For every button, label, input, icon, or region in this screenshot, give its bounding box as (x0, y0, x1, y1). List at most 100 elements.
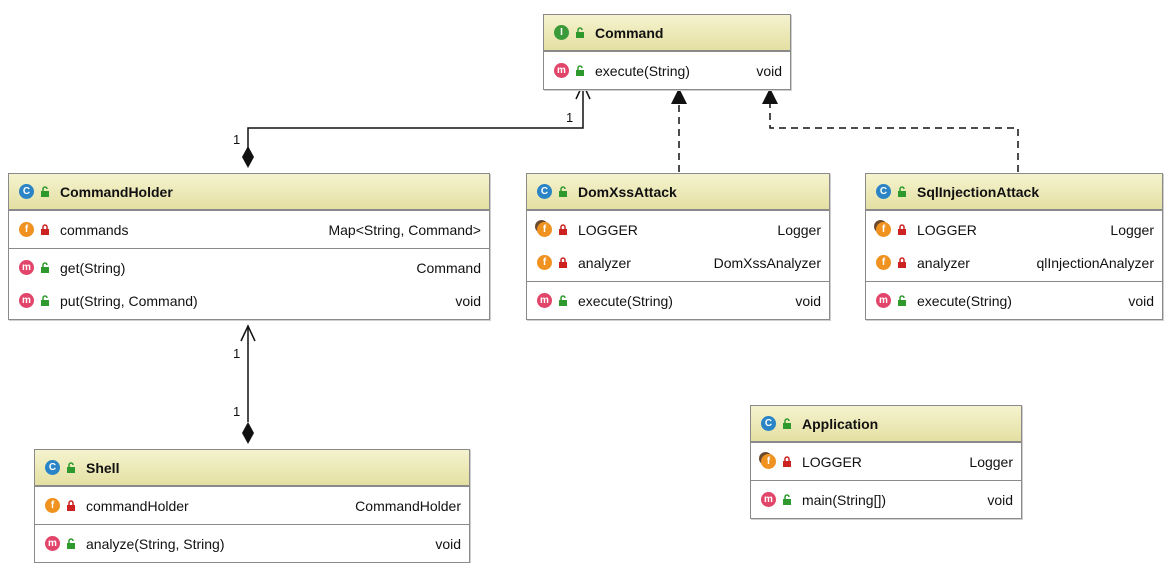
class-box-sqlinjectionattack[interactable]: C SqlInjectionAttack f LOGGER Logger f a… (865, 173, 1163, 320)
method-icon: m (876, 293, 891, 308)
field-row[interactable]: f LOGGER Logger (866, 213, 1162, 246)
public-lock-icon (783, 417, 791, 429)
method-name: get(String) (60, 259, 126, 276)
public-lock-icon (41, 185, 49, 197)
method-icon: m (19, 293, 34, 308)
field-icon: f (19, 222, 34, 237)
public-lock-icon (576, 64, 584, 76)
private-lock-icon (898, 223, 906, 235)
class-header: C Application (751, 406, 1021, 442)
field-row[interactable]: f commandHolder CommandHolder (35, 489, 469, 522)
class-name: DomXssAttack (578, 183, 677, 200)
static-field-icon: f (876, 222, 891, 237)
method-icon: m (537, 293, 552, 308)
static-field-icon: f (761, 454, 776, 469)
method-row[interactable]: m execute(String) void (866, 284, 1162, 317)
fields-section: f commandHolder CommandHolder (35, 486, 469, 524)
public-lock-icon (559, 185, 567, 197)
method-type: void (756, 62, 782, 79)
methods-section: m main(String[]) void (751, 480, 1021, 518)
field-type: Logger (1110, 221, 1154, 238)
methods-section: m execute(String) void (544, 51, 790, 89)
private-lock-icon (67, 499, 75, 511)
field-type: Logger (969, 453, 1013, 470)
realization-sqli-command-line (769, 102, 1019, 172)
public-lock-icon (41, 294, 49, 306)
class-name: Shell (86, 459, 120, 476)
fields-section: f LOGGER Logger f analyzer DomXssAnalyze… (527, 210, 829, 281)
field-type: qlInjectionAnalyzer (1036, 254, 1154, 271)
multiplicity-label: 1 (233, 132, 241, 147)
class-box-shell[interactable]: C Shell f commandHolder CommandHolder m … (34, 449, 470, 563)
private-lock-icon (41, 223, 49, 235)
method-name: analyze(String, String) (86, 535, 225, 552)
method-row[interactable]: m execute(String) void (527, 284, 829, 317)
class-name: Command (595, 24, 664, 41)
field-type: Map<String, Command> (328, 221, 481, 238)
field-row[interactable]: f LOGGER Logger (751, 445, 1021, 478)
method-row[interactable]: m execute(String) void (544, 54, 790, 87)
class-box-command[interactable]: I Command m execute(String) void (543, 14, 791, 90)
class-box-commandholder[interactable]: C CommandHolder f commands Map<String, C… (8, 173, 490, 320)
method-row[interactable]: m main(String[]) void (751, 483, 1021, 516)
composition-holder-command-line (247, 84, 584, 148)
method-type: void (455, 292, 481, 309)
method-icon: m (554, 63, 569, 78)
field-row[interactable]: f analyzer DomXssAnalyzer (527, 246, 829, 279)
composition-holder-command-diamond (242, 146, 254, 168)
method-icon: m (19, 260, 34, 275)
class-icon: C (19, 184, 34, 199)
public-lock-icon (67, 461, 75, 473)
interface-icon: I (554, 25, 569, 40)
class-icon: C (876, 184, 891, 199)
static-method-icon: m (761, 492, 776, 507)
field-icon: f (537, 255, 552, 270)
class-name: Application (802, 415, 879, 432)
field-row[interactable]: f analyzer qlInjectionAnalyzer (866, 246, 1162, 279)
class-box-application[interactable]: C Application f LOGGER Logger m main(Str… (750, 405, 1022, 519)
public-lock-icon (898, 185, 906, 197)
method-type: void (987, 491, 1013, 508)
multiplicity-label: 1 (233, 404, 241, 419)
fields-section: f LOGGER Logger (751, 442, 1021, 480)
class-name: CommandHolder (60, 183, 173, 200)
fields-section: f commands Map<String, Command> (9, 210, 489, 248)
class-box-domxssattack[interactable]: C DomXssAttack f LOGGER Logger f analyze… (526, 173, 830, 320)
public-lock-icon (576, 26, 584, 38)
multiplicity-label: 1 (233, 346, 241, 361)
private-lock-icon (559, 256, 567, 268)
field-name: LOGGER (917, 221, 977, 238)
class-header: C SqlInjectionAttack (866, 174, 1162, 210)
public-lock-icon (783, 493, 791, 505)
class-header: I Command (544, 15, 790, 51)
public-lock-icon (41, 261, 49, 273)
field-row[interactable]: f commands Map<String, Command> (9, 213, 489, 246)
method-type: void (1128, 292, 1154, 309)
private-lock-icon (783, 455, 791, 467)
method-name: main(String[]) (802, 491, 887, 508)
class-header: C CommandHolder (9, 174, 489, 210)
method-row[interactable]: m analyze(String, String) void (35, 527, 469, 560)
field-name: commandHolder (86, 497, 189, 514)
method-row[interactable]: m put(String, Command) void (9, 284, 489, 317)
field-name: LOGGER (578, 221, 638, 238)
method-name: execute(String) (578, 292, 673, 309)
method-type: void (435, 535, 461, 552)
methods-section: m get(String) Command m put(String, Comm… (9, 248, 489, 319)
method-name: execute(String) (917, 292, 1012, 309)
method-name: put(String, Command) (60, 292, 198, 309)
methods-section: m execute(String) void (866, 281, 1162, 319)
method-row[interactable]: m get(String) Command (9, 251, 489, 284)
field-type: DomXssAnalyzer (713, 254, 821, 271)
fields-section: f LOGGER Logger f analyzer qlInjectionAn… (866, 210, 1162, 281)
methods-section: m analyze(String, String) void (35, 524, 469, 562)
method-type: Command (416, 259, 481, 276)
composition-shell-holder-arrowhead (240, 324, 256, 342)
class-icon: C (45, 460, 60, 475)
class-name: SqlInjectionAttack (917, 183, 1040, 200)
methods-section: m execute(String) void (527, 281, 829, 319)
class-header: C DomXssAttack (527, 174, 829, 210)
public-lock-icon (559, 294, 567, 306)
field-row[interactable]: f LOGGER Logger (527, 213, 829, 246)
field-name: analyzer (917, 254, 970, 271)
